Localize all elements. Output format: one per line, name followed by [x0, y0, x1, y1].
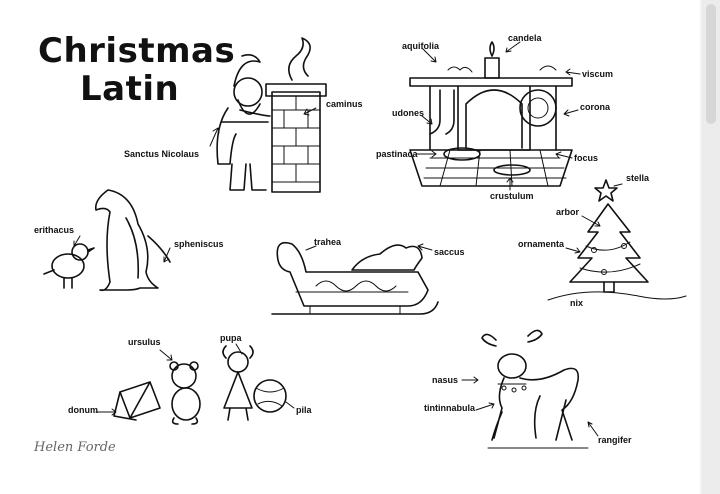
- toys-drawing: [113, 345, 287, 425]
- label-spheniscus: spheniscus: [174, 239, 224, 249]
- label-sanctus-nicolaus: Sanctus Nicolaus: [124, 149, 200, 159]
- label-focus: focus: [574, 153, 599, 163]
- santa-chimney-drawing: [216, 37, 327, 193]
- label-caminus: caminus: [326, 99, 363, 109]
- worksheet-page: Christmas Latin: [0, 0, 700, 494]
- drawings-layer: [43, 37, 687, 449]
- robin-penguin-drawing: [43, 189, 171, 292]
- label-donum: donum: [68, 405, 98, 415]
- label-ursulus: ursulus: [128, 337, 161, 347]
- sleigh-drawing: [271, 241, 439, 315]
- label-ornamenta: ornamenta: [518, 239, 565, 249]
- label-aquifolia: aquifolia: [402, 41, 440, 51]
- vertical-scrollbar[interactable]: [702, 0, 720, 494]
- title-line-2: Latin: [80, 69, 180, 109]
- scrollbar-thumb[interactable]: [706, 4, 716, 124]
- label-arrows: [73, 41, 623, 437]
- label-stella: stella: [626, 173, 650, 183]
- label-candela: candela: [508, 33, 542, 43]
- christmas-tree-drawing: [547, 179, 687, 301]
- artist-signature: Helen Forde: [34, 440, 116, 455]
- label-udones: udones: [392, 108, 425, 118]
- fireplace-drawing: [409, 41, 573, 187]
- label-viscum: viscum: [582, 69, 614, 79]
- label-trahea: trahea: [314, 237, 342, 247]
- reindeer-drawing: [481, 329, 589, 449]
- label-pupa: pupa: [220, 333, 242, 343]
- title-line-1: Christmas: [38, 31, 236, 71]
- label-nasus: nasus: [432, 375, 459, 385]
- label-pila: pila: [296, 405, 312, 415]
- label-tintinnabula: tintinnabula: [424, 403, 475, 413]
- label-rangifer: rangifer: [598, 435, 632, 445]
- label-crustulum: crustulum: [490, 191, 534, 201]
- label-arbor: arbor: [556, 207, 580, 217]
- label-pastinaca: pastinaca: [376, 149, 418, 159]
- label-erithacus: erithacus: [34, 225, 75, 235]
- label-nix: nix: [570, 298, 584, 308]
- label-saccus: saccus: [434, 247, 465, 257]
- label-corona: corona: [580, 102, 611, 112]
